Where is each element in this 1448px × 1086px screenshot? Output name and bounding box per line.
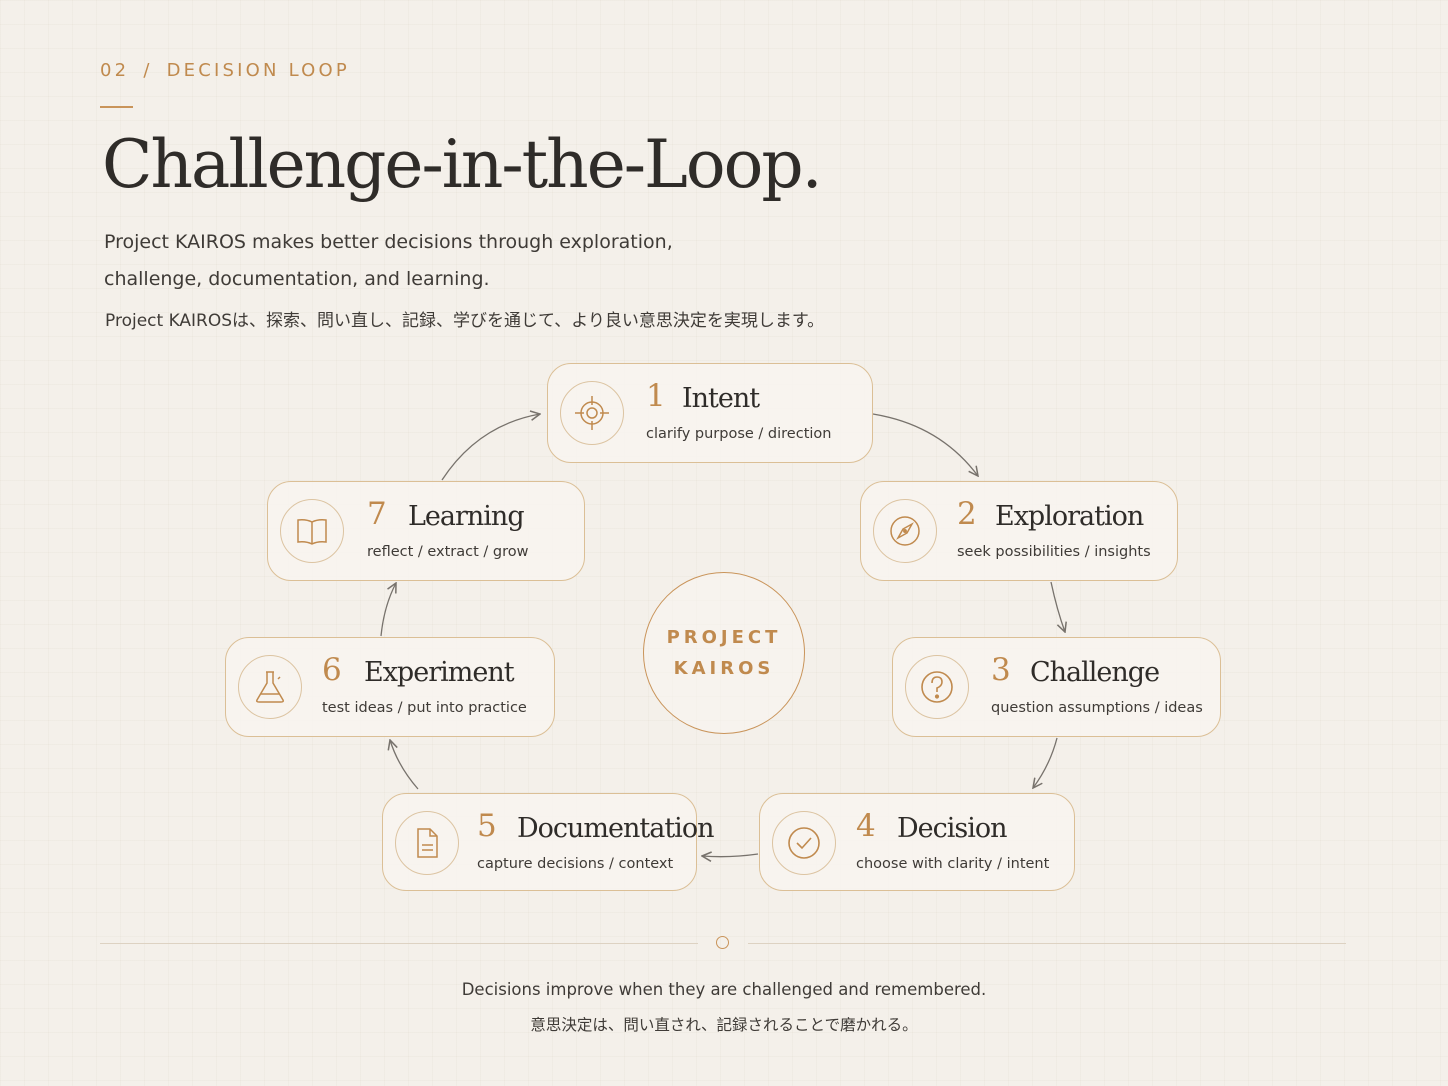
check-circle-icon — [772, 811, 836, 875]
step-card-exploration[interactable]: 2 Exploration seek possibilities / insig… — [860, 481, 1178, 581]
step-number: 6 — [322, 652, 342, 688]
arrow-experiment-to-learning — [380, 583, 396, 637]
step-card-documentation[interactable]: 5 Documentation capture decisions / cont… — [382, 793, 714, 891]
project-kairos-hub: PROJECT KAIROS — [643, 572, 805, 734]
arrow-challenge-to-decision — [1033, 737, 1058, 788]
page-title: Challenge-in-the-Loop. — [102, 126, 823, 203]
eyebrow-divider — [100, 106, 133, 108]
footer-text-ja: 意思決定は、問い直され、記録されることで磨かれる。 — [530, 1016, 918, 1034]
footer-divider-left — [100, 943, 698, 944]
arrow-exploration-to-challenge — [1050, 581, 1065, 632]
document-icon — [395, 811, 459, 875]
step-card-learning[interactable]: 7 Learning reflect / extract / grow — [267, 481, 585, 581]
section-title: DECISION LOOP — [166, 60, 350, 81]
step-subtitle: test ideas / put into practice — [322, 700, 527, 716]
step-subtitle: clarify purpose / direction — [646, 426, 832, 442]
step-subtitle: seek possibilities / insights — [957, 544, 1151, 560]
step-label: Documentation — [517, 813, 714, 844]
footer-text-en: Decisions improve when they are challeng… — [461, 980, 987, 999]
target-icon — [560, 381, 624, 445]
flask-icon — [238, 655, 302, 719]
step-card-challenge[interactable]: 3 Challenge question assumptions / ideas — [892, 637, 1221, 737]
compass-icon — [873, 499, 937, 563]
step-number: 7 — [367, 496, 387, 532]
hub-line-2: KAIROS — [673, 658, 775, 679]
step-number: 3 — [991, 652, 1011, 688]
question-icon — [905, 655, 969, 719]
step-label: Exploration — [995, 501, 1144, 532]
section-number: 02 — [100, 60, 130, 81]
book-icon — [280, 499, 344, 563]
description-ja: Project KAIROSは、探索、問い直し、記録、学びを通じて、より良い意思… — [105, 311, 825, 331]
arrow-documentation-to-experiment — [390, 740, 419, 790]
step-subtitle: question assumptions / ideas — [991, 700, 1203, 716]
step-card-intent[interactable]: 1 Intent clarify purpose / direction — [547, 363, 873, 463]
footer-divider-right — [748, 943, 1346, 944]
step-number: 1 — [646, 378, 666, 414]
footer-ornament — [716, 936, 729, 949]
step-subtitle: capture decisions / context — [477, 856, 674, 872]
step-label: Learning — [408, 501, 525, 532]
arrow-learning-to-intent — [441, 414, 540, 481]
section-eyebrow: 02 / DECISION LOOP — [100, 60, 350, 81]
step-label: Challenge — [1030, 657, 1160, 688]
step-card-experiment[interactable]: 6 Experiment test ideas / put into pract… — [225, 637, 555, 737]
section-separator: / — [143, 60, 153, 81]
step-number: 2 — [957, 496, 977, 532]
arrow-intent-to-exploration — [872, 413, 978, 476]
description-en: Project KAIROS makes better decisions th… — [104, 231, 673, 290]
step-label: Intent — [682, 383, 760, 414]
hub-line-1: PROJECT — [666, 627, 782, 648]
step-number: 4 — [856, 808, 876, 844]
step-number: 5 — [477, 808, 497, 844]
arrow-decision-to-documentation — [702, 854, 759, 857]
step-subtitle: reflect / extract / grow — [367, 544, 529, 560]
step-subtitle: choose with clarity / intent — [856, 856, 1050, 872]
step-card-decision[interactable]: 4 Decision choose with clarity / intent — [759, 793, 1075, 891]
step-label: Decision — [897, 813, 1008, 844]
step-label: Experiment — [364, 657, 515, 688]
